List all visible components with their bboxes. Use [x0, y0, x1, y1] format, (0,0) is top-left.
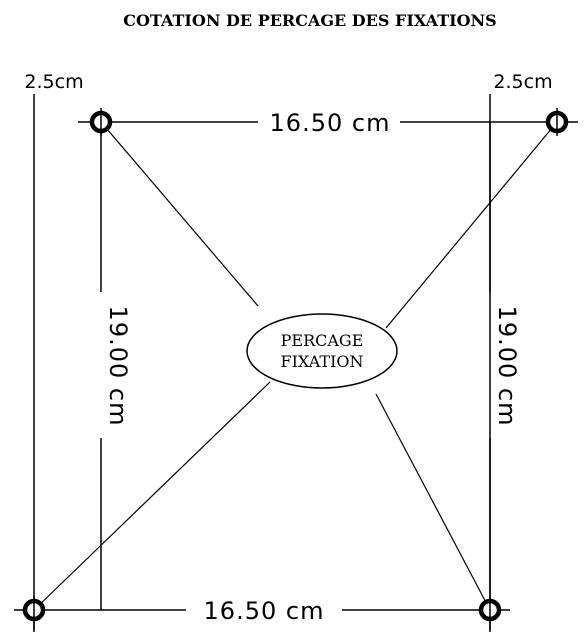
diagram-title: COTATION DE PERCAGE DES FIXATIONS: [123, 11, 496, 30]
drill-hole-icon: [89, 108, 113, 136]
bottom-width-label: 16.50 cm: [204, 597, 325, 625]
top-left-margin-label: 2.5cm: [24, 71, 83, 93]
diagonal-top-right-to-center: [385, 121, 558, 329]
diagonal-top-left-to-center: [100, 121, 259, 307]
center-label-line2: FIXATION: [280, 352, 363, 371]
drill-hole-icon: [545, 108, 569, 136]
drill-hole-icon: [478, 596, 502, 632]
left-height-label: 19.00 cm: [104, 306, 132, 427]
diagonal-center-to-bottom-right: [375, 393, 491, 611]
right-height-label: 19.00 cm: [493, 306, 521, 427]
top-width-label: 16.50 cm: [270, 109, 391, 137]
center-label-line1: PERCAGE: [281, 331, 364, 350]
top-right-margin-label: 2.5cm: [493, 71, 552, 93]
diagonal-center-to-bottom-left: [33, 381, 271, 611]
center-label-ellipse: [246, 313, 398, 389]
drill-hole-icon: [22, 596, 46, 632]
